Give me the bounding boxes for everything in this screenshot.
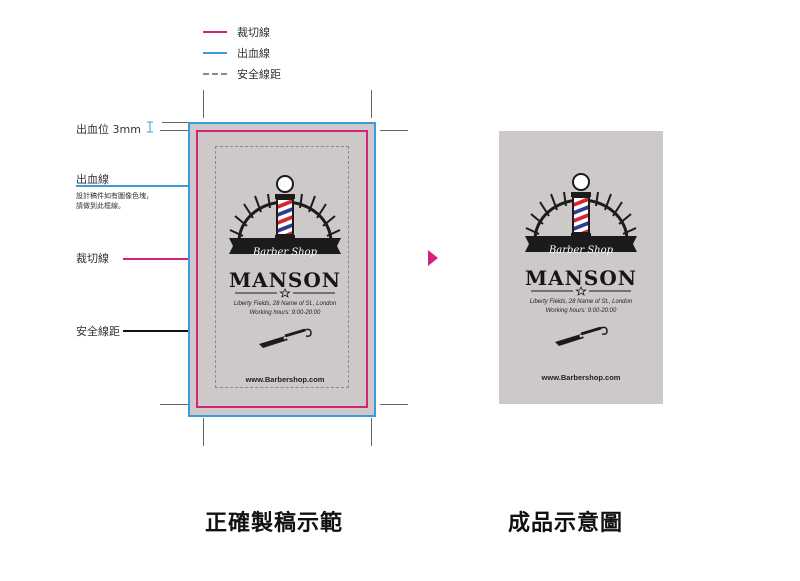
website: www.Barbershop.com [245, 375, 325, 384]
crop-mark [162, 122, 188, 123]
legend-trim-label: 裁切線 [237, 26, 270, 39]
card-bleed-area [190, 124, 374, 415]
crop-mark [160, 130, 188, 131]
bleed-size-marker-icon [147, 121, 153, 133]
crop-mark [203, 418, 204, 446]
shop-name: Barber Shop [548, 245, 614, 256]
crop-mark [380, 130, 408, 131]
bleed-note-line-2: 請做到此框線。 [76, 202, 125, 210]
legend-trim: 裁切線 [203, 24, 270, 40]
trim-frame [196, 130, 368, 408]
trim-pointer-line [123, 258, 195, 260]
safe-frame [215, 146, 349, 388]
legend-safe: 安全線距 [203, 66, 281, 82]
shop-name: Barber Shop [252, 247, 318, 258]
crop-mark [371, 418, 372, 446]
website: www.Barbershop.com [541, 373, 621, 382]
card-design-right: Barber Shop MANSON Liberty Fields, 28 Na… [499, 128, 663, 406]
bleed-line-label: 出血線 [76, 173, 109, 186]
legend-safe-label: 安全線距 [237, 68, 281, 81]
bleed-frame [188, 122, 376, 417]
crop-mark [160, 404, 188, 405]
star-divider-icon [531, 286, 631, 296]
caption-finished-preview: 成品示意圖 [508, 511, 624, 536]
safe-line-swatch [203, 73, 227, 75]
barber-pole-logo-icon [525, 173, 637, 252]
bleed-size-label: 出血位 3mm [76, 123, 141, 136]
crop-mark [203, 90, 204, 118]
legend-bleed: 出血線 [203, 45, 270, 61]
bleed-pointer-line [76, 185, 189, 187]
bleed-line-swatch [203, 52, 227, 54]
crop-mark [371, 90, 372, 118]
bleed-note-line-1: 設計稿件如有圖像色塊， [76, 192, 153, 200]
razor-icon [555, 326, 608, 346]
caption-correct-example: 正確製稿示範 [205, 511, 344, 536]
arrow-right-icon [428, 250, 438, 266]
legend-bleed-label: 出血線 [237, 47, 270, 60]
brand-name: MANSON [228, 268, 342, 292]
brand-name: MANSON [524, 266, 638, 290]
razor-icon [259, 328, 312, 348]
trim-line-label: 裁切線 [76, 252, 109, 265]
barber-pole-logo-icon [229, 175, 341, 254]
trim-line-swatch [203, 31, 227, 33]
address: Liberty Fields, 28 Name of St., London [233, 301, 337, 307]
working-hours: Working hours: 9:00-20:00 [545, 308, 617, 314]
card-design-left: Barber Shop MANSON Liberty Fields, 28 Na… [203, 130, 367, 408]
safe-distance-label: 安全線距 [76, 325, 120, 338]
crop-mark [380, 404, 408, 405]
star-divider-icon [235, 288, 335, 298]
working-hours: Working hours: 9:00-20:00 [249, 310, 321, 316]
bleed-note: 設計稿件如有圖像色塊， 請做到此框線。 [76, 191, 153, 211]
safe-pointer-line [123, 330, 215, 332]
address: Liberty Fields, 28 Name of St., London [529, 299, 633, 305]
